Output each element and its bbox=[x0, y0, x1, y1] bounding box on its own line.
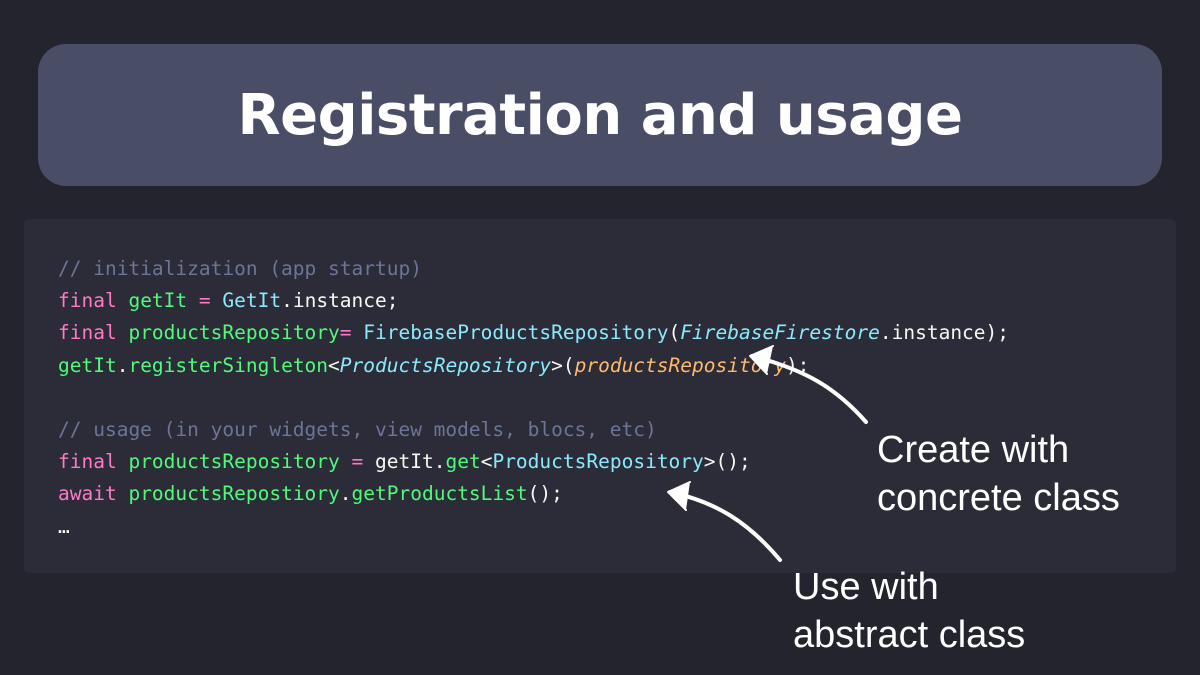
code-token-keyword: await bbox=[58, 482, 117, 506]
code-line: getIt.registerSingleton<ProductsReposito… bbox=[58, 350, 1009, 382]
code-token-plain: .instance); bbox=[879, 321, 1010, 345]
code-token-class: ProductsRepository bbox=[492, 450, 704, 474]
slide-title: Registration and usage bbox=[237, 82, 963, 148]
code-panel: // initialization (app startup) final get… bbox=[24, 219, 1176, 573]
code-token-keyword: = bbox=[351, 450, 364, 474]
code-token-type: FirebaseFirestore bbox=[680, 321, 880, 345]
code-token-plain bbox=[117, 289, 129, 312]
code-token-var: getProductsList bbox=[351, 482, 528, 506]
code-token-plain bbox=[211, 289, 223, 312]
code-line: final productsRepository = getIt.get<Pro… bbox=[58, 446, 1009, 478]
code-line: … bbox=[58, 511, 1009, 543]
code-token-comment: // usage (in your widgets, view models, … bbox=[58, 417, 657, 441]
code-line: final getIt = GetIt.instance; bbox=[58, 285, 1009, 317]
code-line bbox=[58, 382, 1009, 414]
callout-create: Create with concrete class bbox=[877, 426, 1120, 522]
code-line: await productsRepostiory.getProductsList… bbox=[58, 478, 1009, 510]
code-token-plain bbox=[340, 450, 352, 473]
code-token-plain bbox=[352, 321, 364, 344]
code-token-plain: getIt. bbox=[363, 450, 446, 474]
code-token-class: FirebaseProductsRepository bbox=[363, 321, 669, 345]
code-token-plain: < bbox=[328, 353, 340, 377]
code-line: final productsRepository= FirebaseProduc… bbox=[58, 317, 1009, 349]
callout-use: Use with abstract class bbox=[793, 563, 1025, 659]
code-token-type: ProductsRepository bbox=[339, 353, 552, 377]
code-token-class: GetIt bbox=[222, 289, 282, 313]
code-line: // usage (in your widgets, view models, … bbox=[58, 414, 1009, 446]
code-token-plain: .instance; bbox=[281, 289, 399, 313]
code-token-plain bbox=[117, 450, 129, 473]
code-token-comment: // initialization (app startup) bbox=[58, 257, 422, 280]
code-token-plain: ( bbox=[668, 321, 681, 345]
code-token-keyword: final bbox=[58, 450, 117, 474]
code-token-plain: . bbox=[339, 482, 352, 506]
code-token-keyword: final bbox=[58, 289, 117, 313]
title-banner: Registration and usage bbox=[38, 44, 1162, 186]
code-token-keyword: = bbox=[339, 321, 352, 345]
code-token-plain bbox=[117, 482, 129, 505]
code-token-plain: (); bbox=[527, 482, 563, 506]
code-token-var: productsRepository bbox=[128, 321, 340, 345]
code-token-param: productsRepository bbox=[574, 353, 786, 377]
code-token-var: productsRepository bbox=[128, 450, 340, 474]
code-token-var: getIt bbox=[128, 289, 188, 313]
callout-create-line-1: Create with bbox=[877, 429, 1070, 471]
code-token-var: get bbox=[445, 450, 481, 474]
code-line: // initialization (app startup) bbox=[58, 253, 1009, 285]
code-token-plain: … bbox=[58, 514, 70, 538]
code-token-plain: >( bbox=[551, 353, 575, 377]
code-token-plain: ); bbox=[785, 353, 810, 377]
code-token-plain: . bbox=[116, 353, 129, 377]
code-token-plain: < bbox=[480, 450, 493, 474]
code-token-keyword: = bbox=[198, 289, 211, 313]
callout-create-line-2: concrete class bbox=[877, 477, 1120, 519]
code-token-plain: >(); bbox=[703, 450, 751, 474]
callout-use-line-2: abstract class bbox=[793, 614, 1026, 656]
code-token-plain bbox=[117, 321, 129, 344]
code-block: // initialization (app startup) final get… bbox=[58, 253, 1009, 543]
code-token-var: productsRepostiory bbox=[128, 482, 340, 506]
code-token-keyword: final bbox=[58, 321, 117, 345]
code-token-plain bbox=[187, 289, 199, 312]
code-token-var: getIt bbox=[58, 353, 117, 377]
code-token-var: registerSingleton bbox=[128, 353, 329, 377]
callout-use-line-1: Use with bbox=[793, 566, 939, 608]
